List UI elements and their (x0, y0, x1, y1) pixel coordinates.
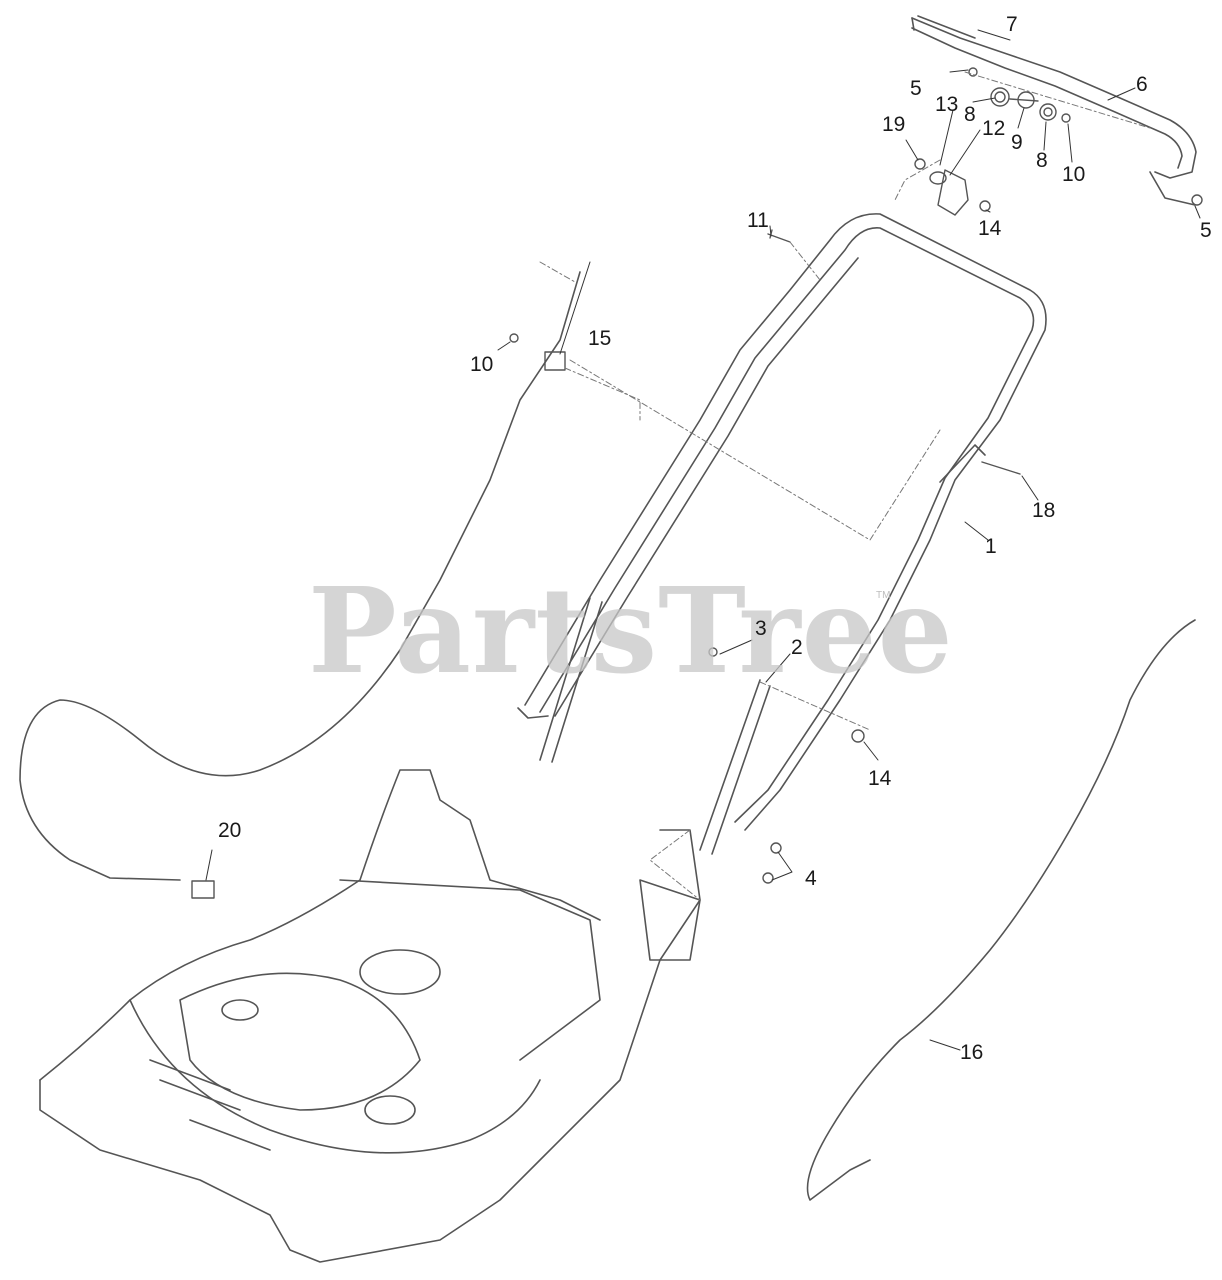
callout-12: 12 (982, 117, 1006, 140)
link-rod-left (539, 597, 603, 763)
callout-14-top: 14 (978, 217, 1002, 240)
callout-15: 15 (588, 327, 612, 350)
callout-10-left: 10 (470, 353, 494, 376)
hardware-parts (191, 67, 1203, 899)
callout-11: 11 (747, 209, 769, 232)
drive-cable (806, 619, 1196, 1201)
callout-8-right: 8 (1036, 149, 1048, 172)
callout-19: 19 (882, 113, 906, 136)
callout-1: 1 (985, 535, 997, 558)
callout-8-left: 8 (964, 103, 976, 126)
callout-7: 7 (1006, 13, 1018, 36)
link-rod (699, 679, 771, 855)
parts-tree-watermark: PartsTree (308, 561, 954, 700)
callout-6: 6 (1136, 73, 1148, 96)
callout-9: 9 (1011, 131, 1023, 154)
trademark-mark: TM (876, 590, 891, 601)
callout-4: 4 (805, 867, 817, 890)
callout-10-top: 10 (1062, 163, 1086, 186)
callout-leaders (205, 29, 1201, 1051)
callout-14-bottom: 14 (868, 767, 892, 790)
callout-3: 3 (755, 617, 767, 640)
throttle-cable (19, 271, 581, 881)
callout-2: 2 (791, 636, 803, 659)
callout-5-top: 5 (910, 77, 922, 100)
callout-13: 13 (935, 93, 959, 116)
handle-frame (517, 213, 1047, 831)
callout-5-right: 5 (1200, 219, 1212, 242)
control-bar (911, 15, 1197, 206)
callout-18: 18 (1032, 499, 1056, 522)
leader-lines (539, 71, 1151, 901)
callout-20: 20 (218, 819, 242, 842)
mower-deck (39, 769, 701, 1263)
callout-16: 16 (960, 1041, 984, 1064)
